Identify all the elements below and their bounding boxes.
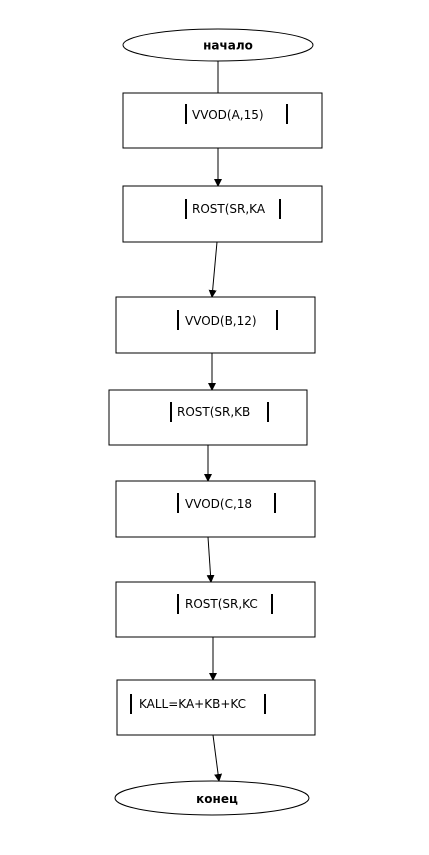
- process-box-label: KALL=KA+KB+KC: [139, 697, 246, 711]
- process-box-label: VVOD(C,18: [185, 497, 252, 511]
- edge-step-7-to-end: [212, 734, 223, 782]
- process-box-rost-ka: ROST(SR,KA: [122, 185, 323, 243]
- end-terminal: конец: [114, 780, 310, 816]
- process-box-label: ROST(SR,KC: [185, 597, 258, 611]
- process-box-label: ROST(SR,KB: [177, 405, 250, 419]
- start-terminal-label: начало: [203, 39, 253, 53]
- edge-step-2-to-step-3: [208, 241, 218, 298]
- process-box-kall-sum: KALL=KA+KB+KC: [116, 679, 316, 736]
- process-box-label: VVOD(A,15): [192, 108, 264, 122]
- start-terminal: начало: [122, 28, 314, 62]
- process-box-rost-kb: ROST(SR,KB: [108, 389, 308, 446]
- process-box-label: VVOD(B,12): [185, 314, 257, 328]
- process-box-vvod-b: VVOD(B,12): [115, 296, 316, 354]
- process-box-rost-kc: ROST(SR,KC: [115, 581, 316, 638]
- process-box-label: ROST(SR,KA: [192, 202, 266, 216]
- end-terminal-label: конец: [196, 792, 238, 806]
- edge-step-5-to-step-6: [206, 536, 215, 583]
- process-box-vvod-c: VVOD(C,18: [115, 480, 316, 538]
- process-box-vvod-a: VVOD(A,15): [122, 92, 323, 149]
